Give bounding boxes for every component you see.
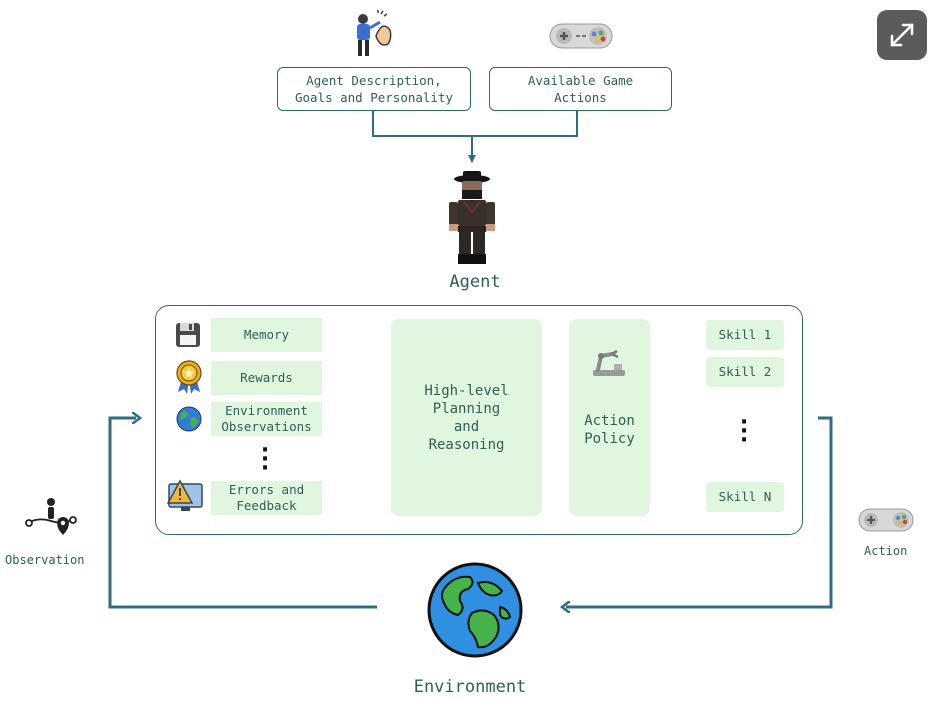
action-gamepad-icon [858,506,914,534]
award-medal-icon [174,360,204,394]
rewards-box: Rewards [211,361,322,395]
memory-box: Memory [211,318,322,352]
errors-feedback-box: Errors and Feedback [211,481,322,515]
environment-observations-box: Environment Observations [211,402,322,436]
available-actions-box: Available Game Actions [489,67,672,111]
robot-arm-icon [590,349,628,378]
environment-label: Environment [413,677,527,697]
floppy-disk-icon [174,321,202,349]
skill-2-box: Skill 2 [706,357,784,387]
action-label: Action [864,544,908,558]
globe-icon [176,406,202,432]
planning-reasoning-box: High-level Planning and Reasoning [391,319,542,516]
expand-icon [890,23,914,47]
expand-button[interactable] [877,10,927,60]
warning-monitor-icon [166,479,204,513]
agent-description-box: Agent Description, Goals and Personality [277,67,471,111]
agent-label: Agent [449,272,501,292]
skill-n-box: Skill N [706,482,784,512]
action-policy-label: Action Policy [584,412,635,447]
skills-ellipsis: ··· [739,410,749,453]
gamepad-icon [548,20,614,52]
person-pointing-icon [348,10,398,60]
agent-avatar-icon [442,170,502,266]
observation-pin-icon [24,497,78,539]
observation-label: Observation [5,553,85,567]
earth-icon [426,561,524,659]
inputs-ellipsis: ··· [260,438,270,481]
action-policy-box: Action Policy [569,319,650,516]
skill-1-box: Skill 1 [706,320,784,350]
